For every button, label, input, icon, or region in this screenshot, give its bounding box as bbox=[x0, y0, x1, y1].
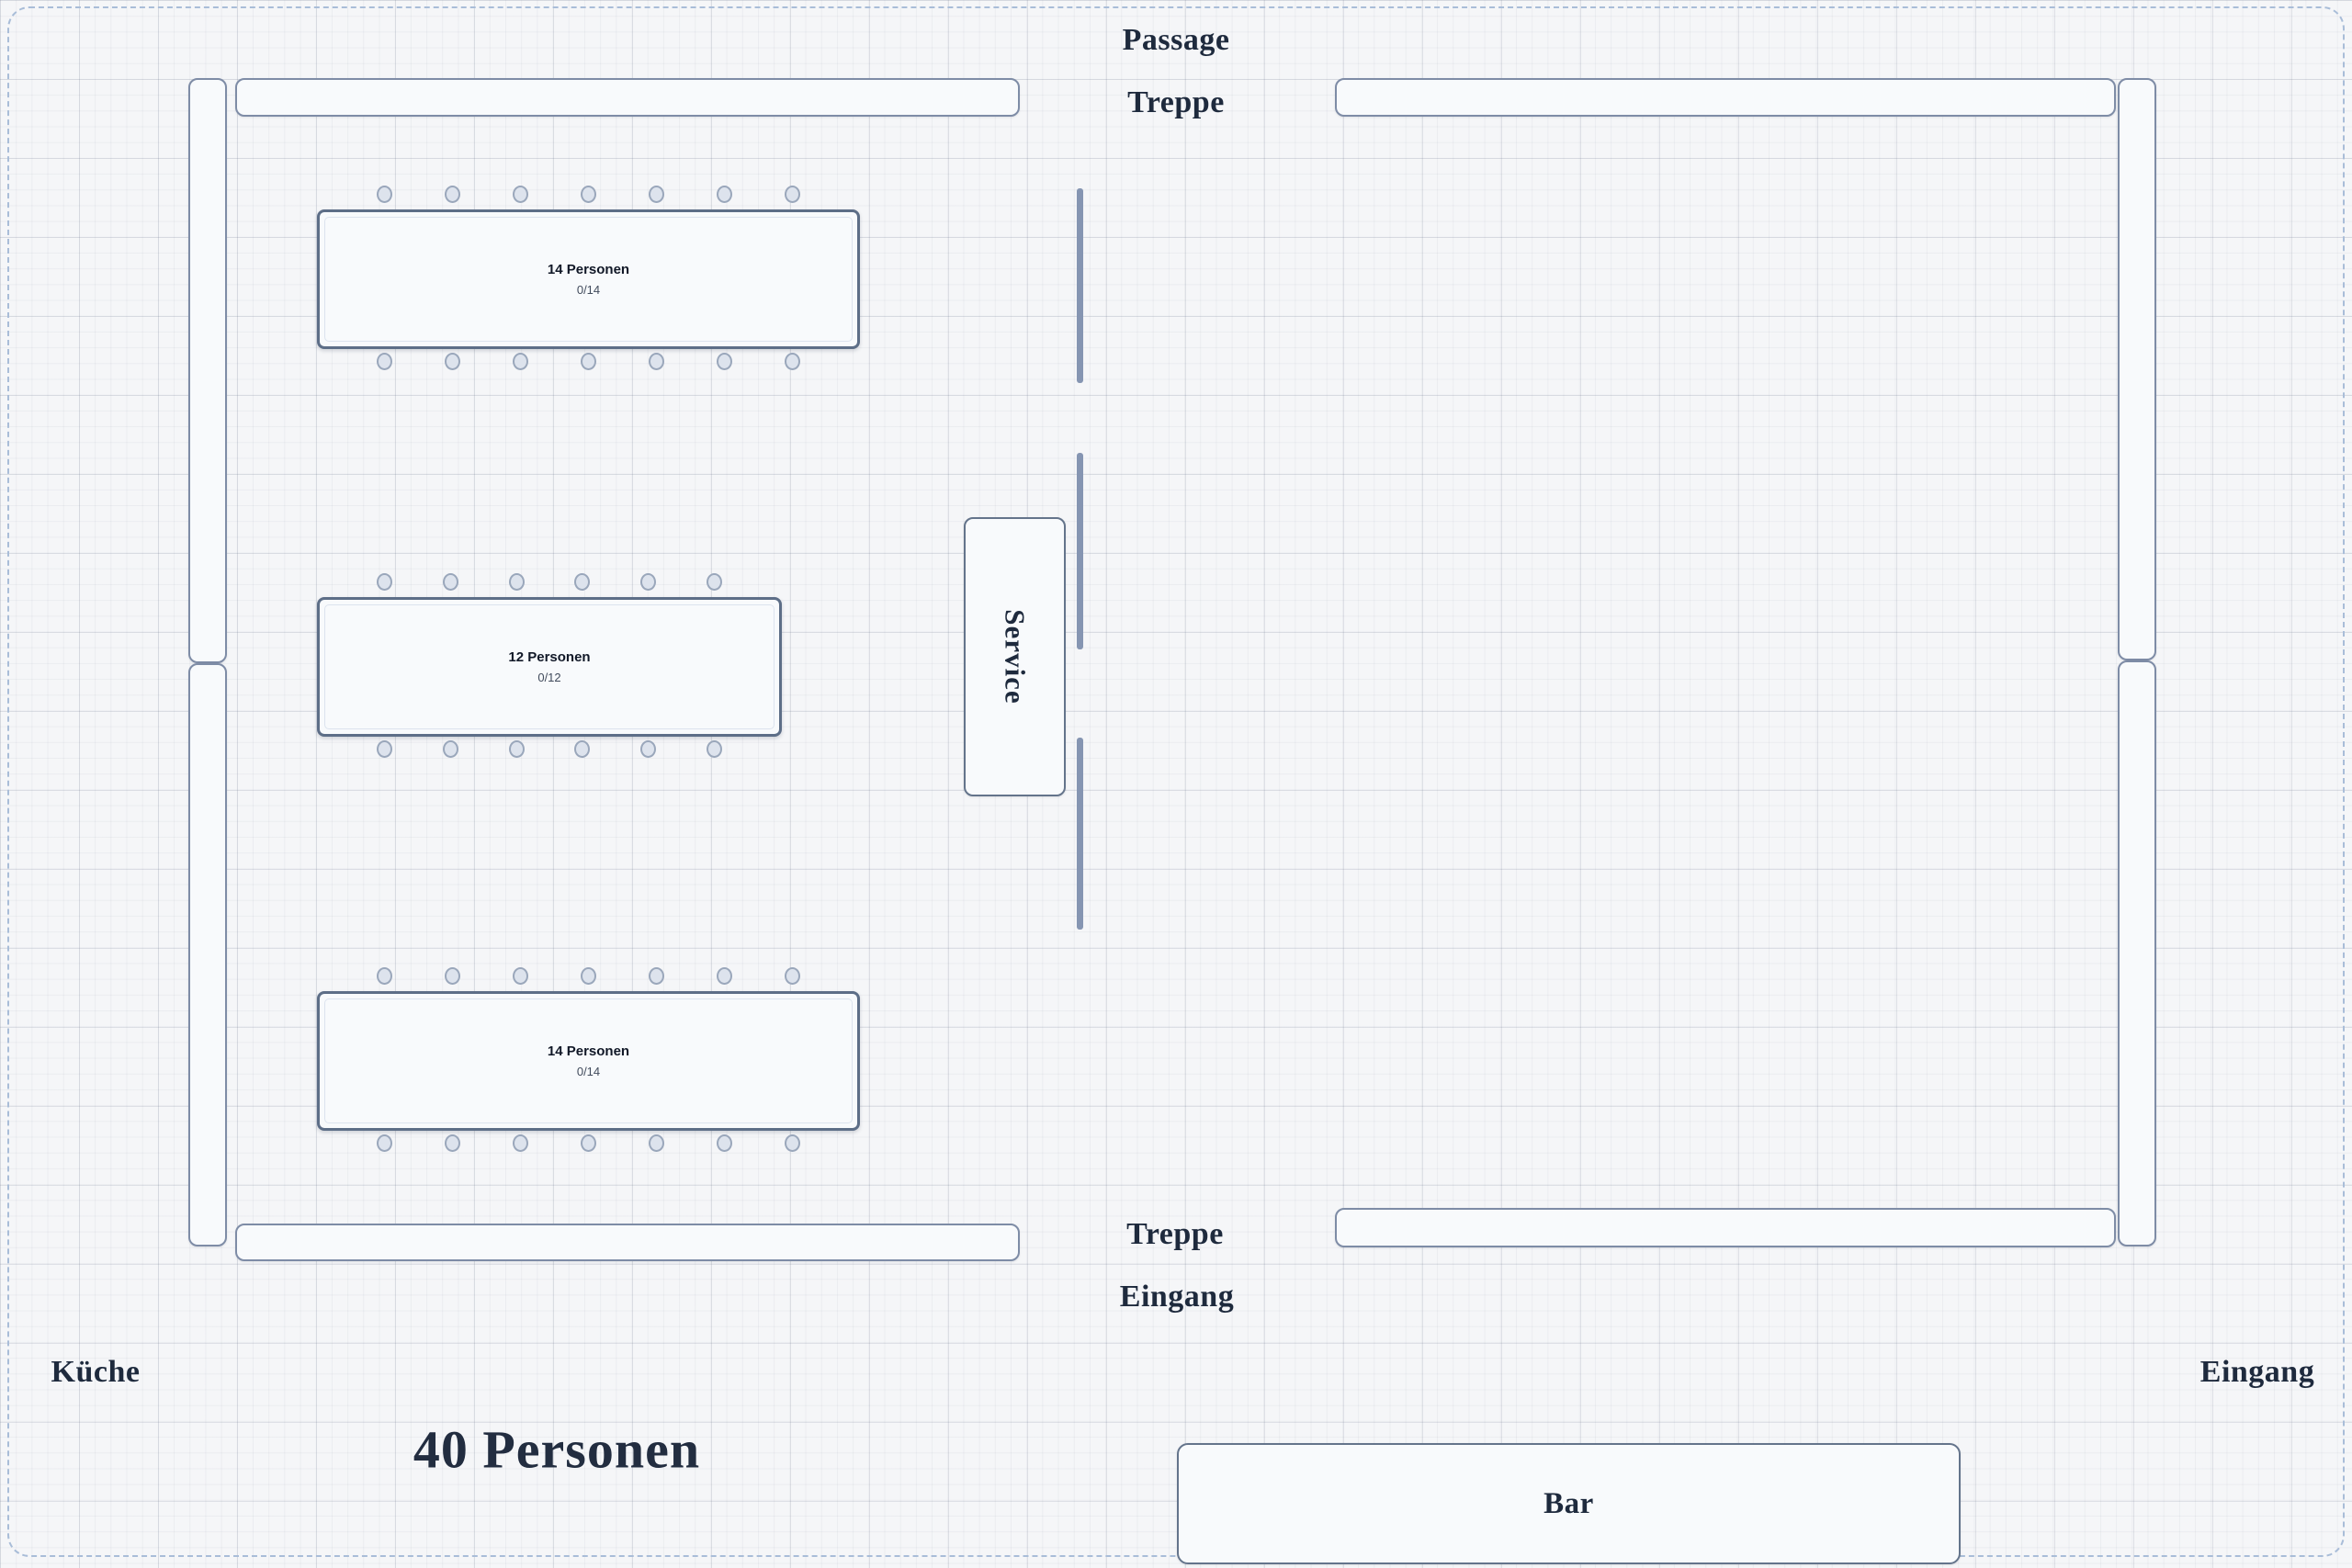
treppe-top-label: Treppe bbox=[1127, 85, 1225, 119]
stair-block-bottom-left bbox=[235, 1224, 1020, 1261]
chair-row-top bbox=[317, 186, 860, 203]
service-label: Service bbox=[999, 609, 1032, 705]
wall-block-left-upper bbox=[188, 78, 227, 663]
wall-block-left-lower bbox=[188, 663, 227, 1247]
chair[interactable] bbox=[377, 967, 392, 985]
stair-block-top-right bbox=[1335, 78, 2116, 117]
table-inner-outline bbox=[324, 604, 775, 729]
chair[interactable] bbox=[574, 740, 591, 758]
chair[interactable] bbox=[508, 573, 525, 591]
chair[interactable] bbox=[574, 573, 591, 591]
chair[interactable] bbox=[581, 967, 596, 985]
chair[interactable] bbox=[377, 740, 392, 758]
total-capacity-label: 40 Personen bbox=[413, 1419, 701, 1480]
chair[interactable] bbox=[377, 1134, 392, 1152]
chair[interactable] bbox=[442, 740, 458, 758]
stair-block-bottom-right bbox=[1335, 1208, 2116, 1247]
chair[interactable] bbox=[649, 1134, 664, 1152]
table-capacity-label: 14 Personen bbox=[547, 262, 630, 277]
divider-wall-segment-2 bbox=[1077, 453, 1083, 649]
wall-block-right-upper bbox=[2118, 78, 2156, 660]
divider-wall-segment-1 bbox=[1077, 188, 1083, 383]
chair[interactable] bbox=[717, 1134, 732, 1152]
table-occupancy: 0/14 bbox=[576, 1065, 601, 1078]
divider-wall-segment-3 bbox=[1077, 738, 1083, 930]
table-3[interactable]: 14 Personen 0/14 bbox=[317, 991, 860, 1131]
chair[interactable] bbox=[508, 740, 525, 758]
chair-row-top bbox=[317, 573, 782, 591]
chair[interactable] bbox=[377, 353, 392, 370]
chair[interactable] bbox=[717, 186, 732, 203]
chair[interactable] bbox=[581, 186, 596, 203]
chair-row-bottom bbox=[317, 740, 782, 758]
table-group-3: 14 Personen 0/14 bbox=[317, 967, 860, 1152]
kueche-label: Küche bbox=[51, 1355, 141, 1389]
table-occupancy: 0/12 bbox=[537, 671, 561, 684]
wall-block-right-lower bbox=[2118, 660, 2156, 1247]
chair[interactable] bbox=[785, 967, 800, 985]
treppe-bottom-label: Treppe bbox=[1126, 1217, 1224, 1251]
chair-row-bottom bbox=[317, 353, 860, 370]
chair[interactable] bbox=[377, 186, 392, 203]
table-occupancy: 0/14 bbox=[576, 283, 601, 297]
chair[interactable] bbox=[377, 573, 392, 591]
table-inner-outline bbox=[324, 998, 853, 1123]
chair[interactable] bbox=[717, 967, 732, 985]
table-group-2: 12 Personen 0/12 bbox=[317, 573, 782, 758]
table-2[interactable]: 12 Personen 0/12 bbox=[317, 597, 782, 737]
chair[interactable] bbox=[785, 186, 800, 203]
table-group-1: 14 Personen 0/14 bbox=[317, 186, 860, 370]
chair-row-bottom bbox=[317, 1134, 860, 1152]
chair[interactable] bbox=[513, 186, 528, 203]
table-1[interactable]: 14 Personen 0/14 bbox=[317, 209, 860, 349]
chair[interactable] bbox=[706, 740, 722, 758]
bar-counter[interactable]: Bar bbox=[1177, 1443, 1961, 1564]
chair[interactable] bbox=[445, 967, 460, 985]
chair-row-top bbox=[317, 967, 860, 985]
chair[interactable] bbox=[581, 1134, 596, 1152]
chair[interactable] bbox=[706, 573, 722, 591]
chair[interactable] bbox=[717, 353, 732, 370]
eingang-bottom-label: Eingang bbox=[1119, 1280, 1235, 1314]
chair[interactable] bbox=[640, 740, 657, 758]
chair[interactable] bbox=[581, 353, 596, 370]
chair[interactable] bbox=[445, 186, 460, 203]
eingang-right-label: Eingang bbox=[2199, 1355, 2315, 1389]
table-capacity-label: 14 Personen bbox=[547, 1043, 630, 1059]
chair[interactable] bbox=[649, 967, 664, 985]
chair[interactable] bbox=[785, 1134, 800, 1152]
bar-label: Bar bbox=[1544, 1486, 1594, 1520]
chair[interactable] bbox=[445, 353, 460, 370]
service-station[interactable]: Service bbox=[964, 517, 1066, 796]
table-capacity-label: 12 Personen bbox=[508, 649, 591, 665]
chair[interactable] bbox=[513, 967, 528, 985]
chair[interactable] bbox=[442, 573, 458, 591]
chair[interactable] bbox=[640, 573, 657, 591]
stair-block-top-left bbox=[235, 78, 1020, 117]
chair[interactable] bbox=[649, 353, 664, 370]
chair[interactable] bbox=[513, 1134, 528, 1152]
chair[interactable] bbox=[785, 353, 800, 370]
chair[interactable] bbox=[513, 353, 528, 370]
chair[interactable] bbox=[445, 1134, 460, 1152]
table-inner-outline bbox=[324, 217, 853, 342]
chair[interactable] bbox=[649, 186, 664, 203]
passage-label: Passage bbox=[1122, 23, 1230, 57]
